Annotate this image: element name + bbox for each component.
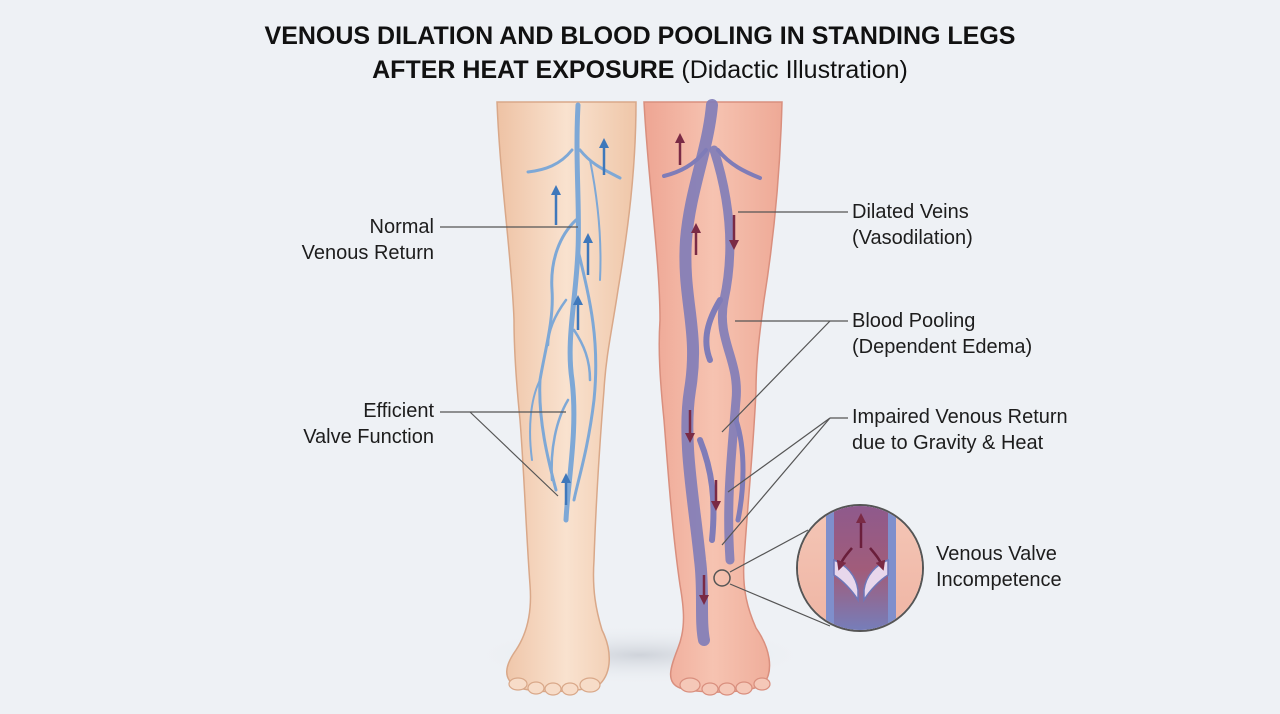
right-veins-dilated bbox=[662, 99, 762, 646]
title-text-line1: VENOUS DILATION AND BLOOD POOLING IN STA… bbox=[264, 22, 1016, 50]
left-leg-skin bbox=[496, 101, 637, 693]
label-impaired-venous-return: Impaired Venous Return due to Gravity & … bbox=[852, 406, 1068, 454]
label-efficient-valve-function: Efficient Valve Function bbox=[303, 400, 434, 448]
right-leg-heated bbox=[643, 99, 783, 696]
left-toes bbox=[508, 677, 601, 696]
valve-inset bbox=[796, 504, 924, 632]
title-text-line2-light: (Didactic Illustration) bbox=[681, 56, 908, 84]
leader-lines bbox=[440, 211, 848, 627]
left-veins bbox=[526, 102, 622, 523]
diagram-title-line2: AFTER HEAT EXPOSURE (Didactic Illustrati… bbox=[0, 54, 1280, 86]
label-venous-valve-incompetence: Venous Valve Incompetence bbox=[936, 543, 1062, 591]
title-text-line2-bold: AFTER HEAT EXPOSURE bbox=[372, 56, 675, 84]
label-normal-venous-return: Normal Venous Return bbox=[301, 216, 434, 264]
valve-highlight-ring bbox=[713, 569, 731, 587]
right-toes bbox=[679, 677, 771, 696]
leader-valve-inset-top bbox=[729, 529, 809, 573]
label-blood-pooling: Blood Pooling (Dependent Edema) bbox=[852, 310, 1033, 358]
label-dilated-veins: Dilated Veins (Vasodilation) bbox=[852, 201, 973, 249]
diagram-title-line1: VENOUS DILATION AND BLOOD POOLING IN STA… bbox=[0, 20, 1280, 52]
left-flow-arrows bbox=[551, 138, 609, 505]
left-leg-normal bbox=[496, 101, 637, 696]
right-leg-skin bbox=[643, 101, 783, 693]
right-flow-arrows bbox=[675, 133, 739, 605]
leader-valve-inset-bottom bbox=[729, 583, 831, 627]
